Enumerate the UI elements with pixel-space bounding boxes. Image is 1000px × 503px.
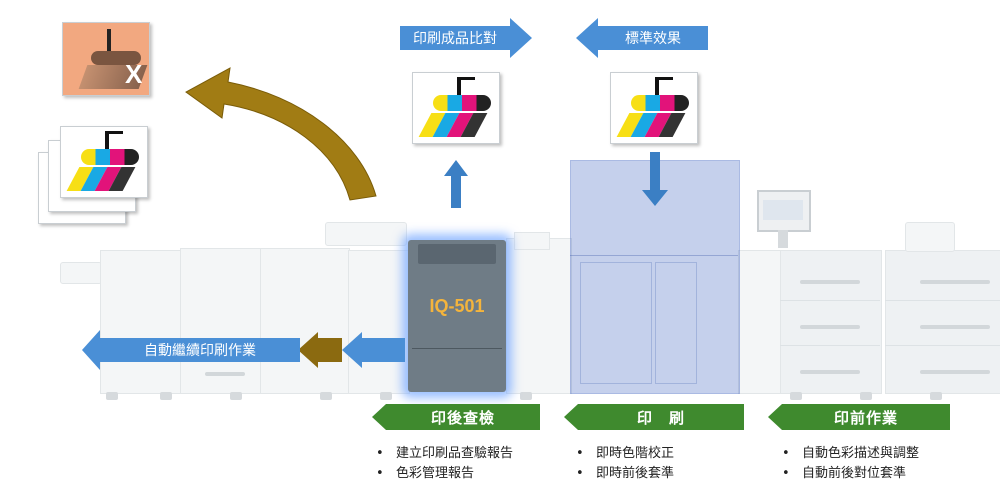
- roller-icon: [107, 29, 111, 53]
- continue-arrow-label: 自動繼續印刷作業: [144, 343, 256, 359]
- iq-501-top: [418, 244, 496, 264]
- press-panel-line: [570, 255, 738, 256]
- finisher-unit-4: [348, 250, 410, 394]
- rejected-print-thumbnail: X: [62, 22, 150, 96]
- compare-arrow-shape: [400, 18, 532, 58]
- down-arrow-shape: [642, 152, 668, 206]
- stage-tag-shape-1: [372, 404, 540, 430]
- iq-501-label: IQ-501: [429, 296, 485, 316]
- finisher-unit-5: [506, 238, 572, 394]
- stage-tag-shape-2: [564, 404, 744, 430]
- stage-title-post-inspection: 印後查檢: [430, 408, 495, 427]
- list-item: 即時色階校正: [572, 444, 674, 464]
- continue-arrow-brown: [298, 332, 342, 368]
- iq-501-divider: [412, 348, 502, 349]
- list-item: 即時前後套準: [572, 464, 674, 484]
- list-item: 色彩管理報告: [372, 464, 513, 484]
- iq-501-unit[interactable]: [408, 240, 506, 392]
- printed-output-thumbnail: [412, 72, 500, 144]
- scanner-unit: [905, 222, 955, 252]
- stage-bullets-prepress: 自動色彩描述與調整 自動前後對位套準: [778, 444, 919, 484]
- stage-bullets-post-inspection: 建立印刷品查驗報告 色彩管理報告: [372, 444, 513, 484]
- up-arrow-shape: [444, 160, 468, 208]
- list-item: 自動前後對位套準: [778, 464, 919, 484]
- list-item: 自動色彩描述與調整: [778, 444, 919, 464]
- standard-reference-thumbnail: [610, 72, 698, 144]
- press-door-right: [655, 262, 697, 384]
- monitor-stand: [778, 230, 788, 248]
- monitor-screen: [763, 200, 803, 220]
- continue-arrow-blue: [342, 332, 405, 368]
- stage-tag-shape-3: [768, 404, 950, 430]
- compare-arrow-label: 印刷成品比對: [413, 31, 497, 47]
- print-sample-thumbnail: [60, 126, 148, 198]
- finisher-top-tray: [325, 222, 407, 246]
- reject-mark: X: [125, 59, 143, 89]
- stage-title-printing: 印 刷: [636, 408, 685, 427]
- finisher-unit-3: [260, 248, 350, 394]
- feeder-unit-1: [738, 250, 788, 394]
- press-door-left: [580, 262, 652, 384]
- stage-title-prepress: 印前作業: [833, 408, 898, 427]
- standard-arrow-shape: [576, 18, 708, 58]
- finisher-top-box: [514, 232, 550, 250]
- finisher-unit-1: [100, 250, 182, 394]
- eject-arrow-shape: [185, 67, 377, 201]
- stage-bullets-printing: 即時色階校正 即時前後套準: [572, 444, 674, 484]
- continue-arrow-main: [82, 330, 300, 370]
- standard-arrow-label: 標準效果: [625, 31, 681, 47]
- list-item: 建立印刷品查驗報告: [372, 444, 513, 464]
- feeder-unit-2: [780, 250, 882, 394]
- finisher-unit-2: [180, 248, 262, 394]
